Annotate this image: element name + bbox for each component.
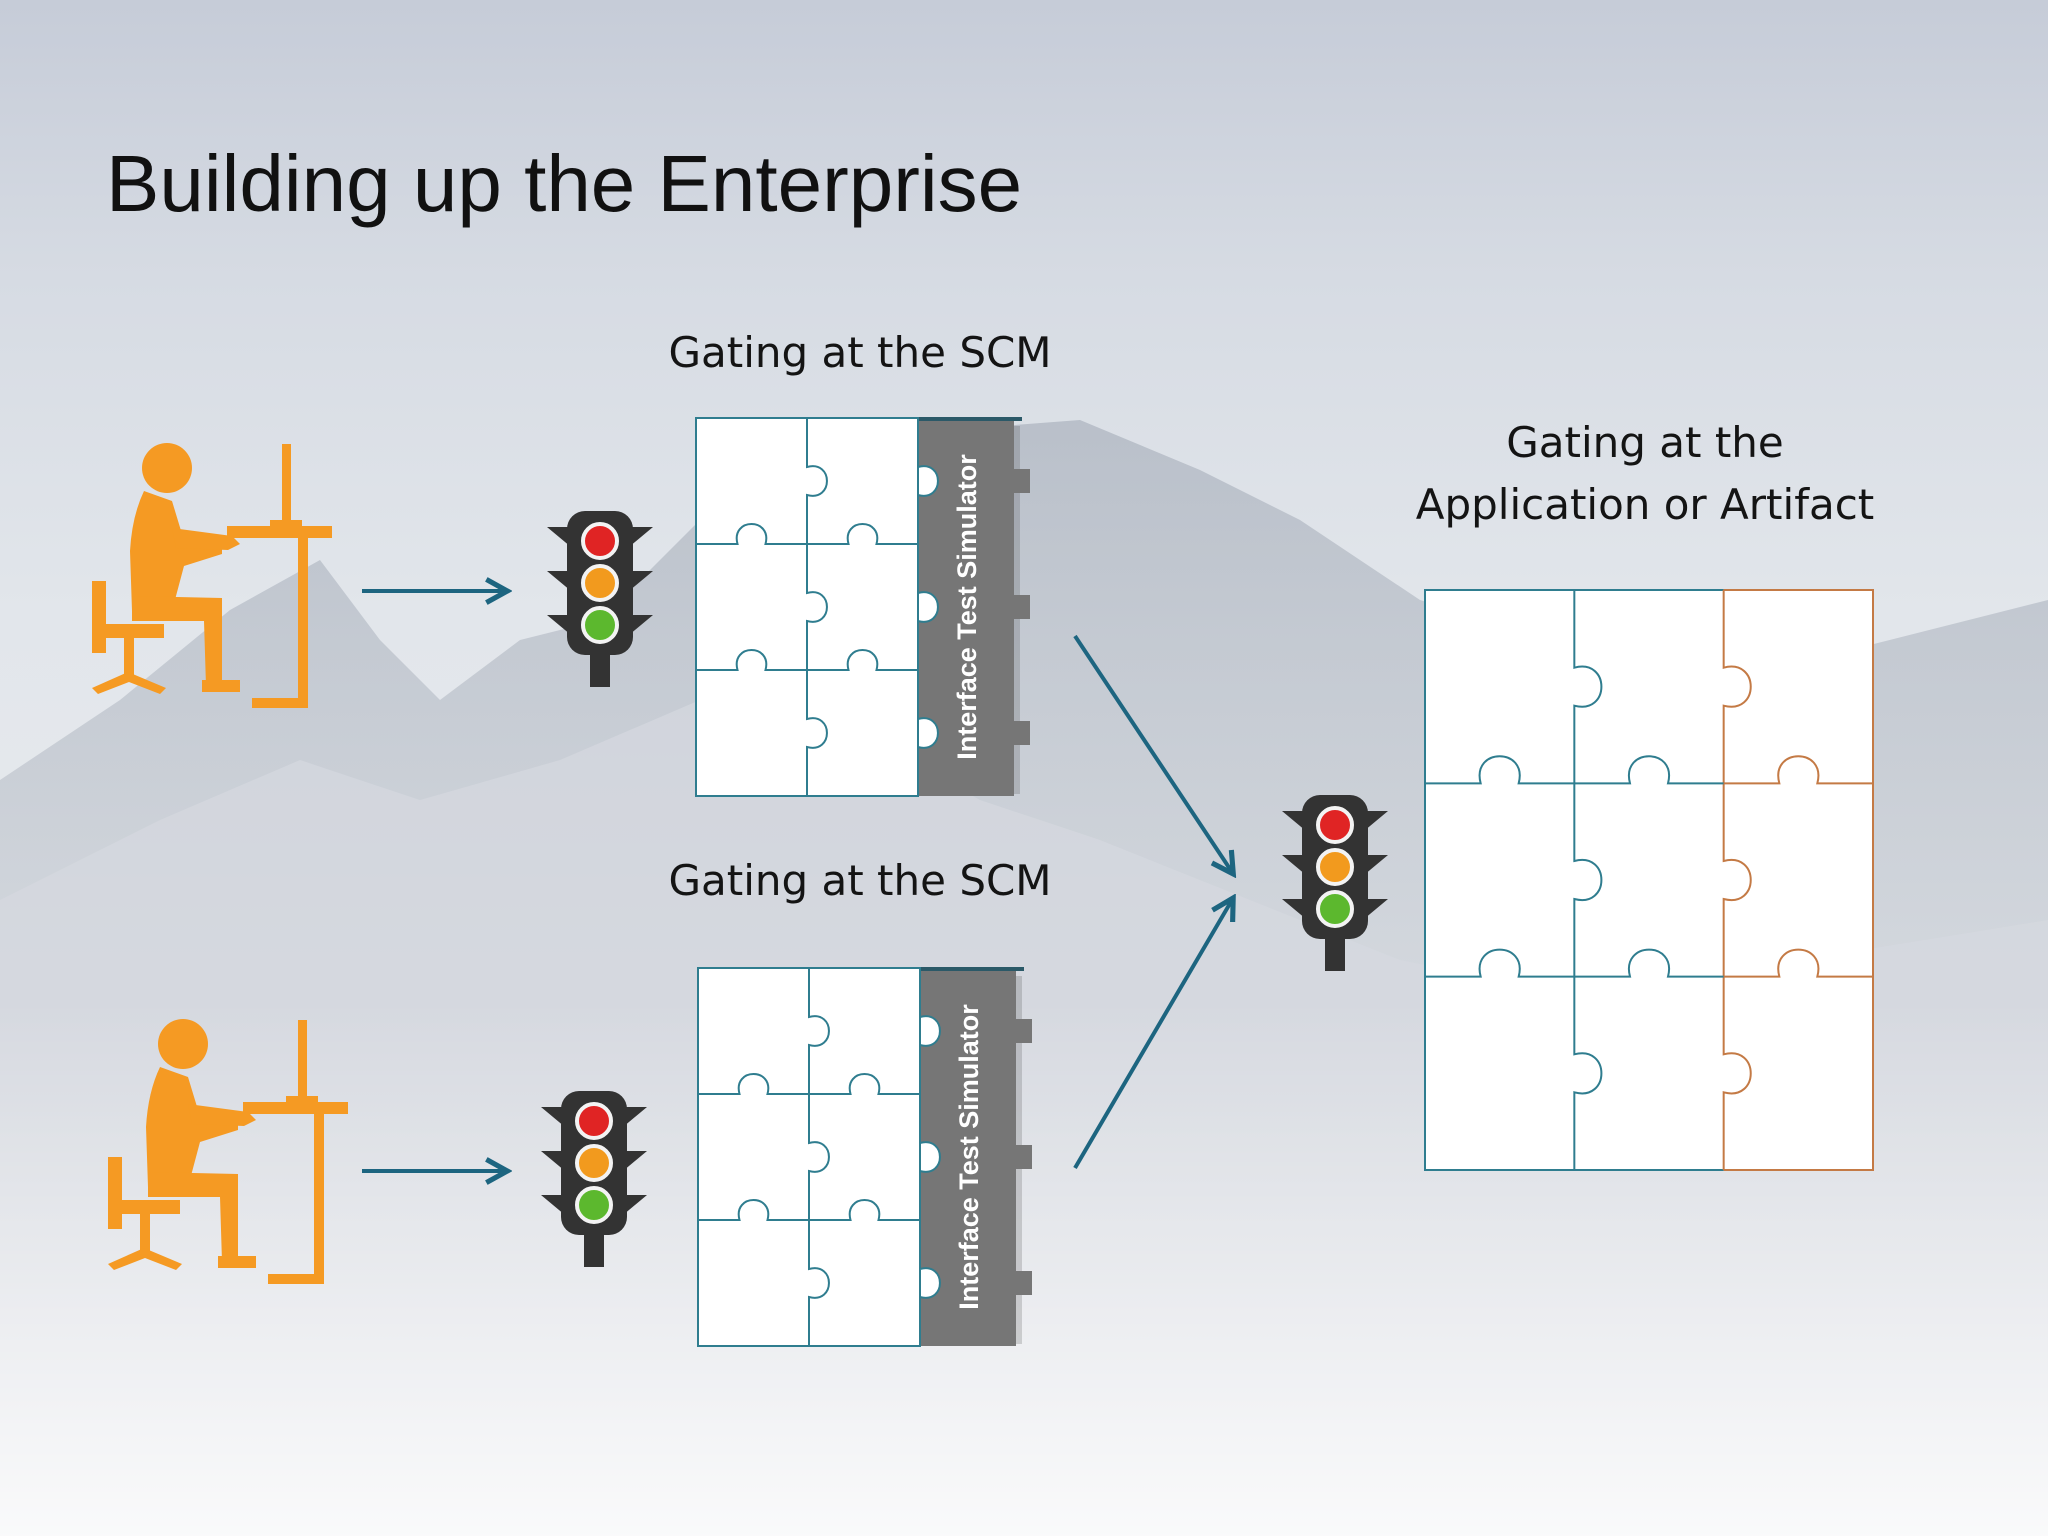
traffic-light-icon-scm-top bbox=[545, 509, 655, 689]
puzzle-knob bbox=[917, 591, 939, 623]
simulator-label: Interface Test Simulator bbox=[952, 454, 982, 760]
app-puzzle-seam bbox=[1722, 976, 1752, 1170]
app-puzzle-seam bbox=[1722, 783, 1752, 977]
puzzle-seam bbox=[808, 1094, 830, 1220]
simulator-connector-tab bbox=[1012, 721, 1030, 745]
puzzle-board bbox=[697, 967, 921, 1347]
developer-icon-top bbox=[92, 443, 332, 708]
puzzle-seam bbox=[808, 968, 830, 1094]
puzzle-seam bbox=[807, 523, 918, 545]
app-puzzle-seam bbox=[1722, 590, 1752, 784]
simulator-connector-tab bbox=[1014, 1145, 1032, 1169]
app-puzzle-seam bbox=[1573, 976, 1603, 1170]
app-puzzle-seam bbox=[1723, 948, 1873, 978]
application-gate-label: Gating at the Application or Artifact bbox=[1380, 412, 1910, 536]
simulator-label: Interface Test Simulator bbox=[954, 1004, 984, 1310]
app-puzzle-seam bbox=[1573, 590, 1603, 784]
app-puzzle-seam bbox=[1574, 948, 1724, 978]
simulator-connector-tab bbox=[1012, 595, 1030, 619]
app-puzzle-seam bbox=[1573, 783, 1603, 977]
application-puzzle bbox=[1424, 589, 1874, 1171]
puzzle-seam bbox=[696, 649, 807, 671]
puzzle-seam bbox=[698, 1199, 809, 1221]
scm-puzzle-top: Interface Test Simulator bbox=[695, 417, 1030, 797]
slide-title: Building up the Enterprise bbox=[106, 139, 1023, 228]
puzzle-knob bbox=[917, 717, 939, 749]
simulator-connector-tab bbox=[1014, 1271, 1032, 1295]
puzzle-seam bbox=[809, 1073, 920, 1095]
simulator-connector-tab bbox=[1012, 469, 1030, 493]
puzzle-knob bbox=[917, 465, 939, 497]
app-puzzle-seam bbox=[1425, 755, 1575, 785]
app-puzzle-seam bbox=[1574, 755, 1724, 785]
traffic-light-icon-application bbox=[1282, 795, 1388, 971]
application-gate-label-line-2: Application or Artifact bbox=[1415, 480, 1875, 529]
arrow-scm-bottom-to-app-gate bbox=[1073, 900, 1232, 1170]
puzzle-seam bbox=[808, 1220, 830, 1346]
puzzle-seam bbox=[806, 418, 828, 544]
puzzle-board bbox=[695, 417, 919, 797]
scm-gate-label-bottom: Gating at the SCM bbox=[668, 856, 1052, 905]
puzzle-seam bbox=[806, 544, 828, 670]
app-puzzle-border-orange bbox=[1723, 589, 1874, 1171]
app-puzzle-board bbox=[1425, 590, 1873, 1170]
puzzle-seam bbox=[806, 670, 828, 796]
app-puzzle-seam bbox=[1723, 755, 1873, 785]
scm-gate-label-top: Gating at the SCM bbox=[668, 328, 1052, 377]
arrow-scm-top-to-app-gate bbox=[1073, 634, 1232, 872]
puzzle-seam bbox=[698, 1073, 809, 1095]
scm-puzzle-bottom: Interface Test Simulator bbox=[697, 967, 1032, 1347]
app-puzzle-seam bbox=[1425, 948, 1575, 978]
puzzle-knob bbox=[919, 1267, 941, 1299]
traffic-light-icon-scm-bottom bbox=[539, 1089, 649, 1269]
application-gate-label-line-1: Gating at the bbox=[1506, 418, 1784, 467]
puzzle-seam bbox=[696, 523, 807, 545]
puzzle-knob bbox=[919, 1141, 941, 1173]
puzzle-seam bbox=[807, 649, 918, 671]
puzzle-knob bbox=[919, 1015, 941, 1047]
developer-icon-bottom bbox=[108, 1019, 348, 1284]
puzzle-seam bbox=[809, 1199, 920, 1221]
simulator-connector-tab bbox=[1014, 1019, 1032, 1043]
